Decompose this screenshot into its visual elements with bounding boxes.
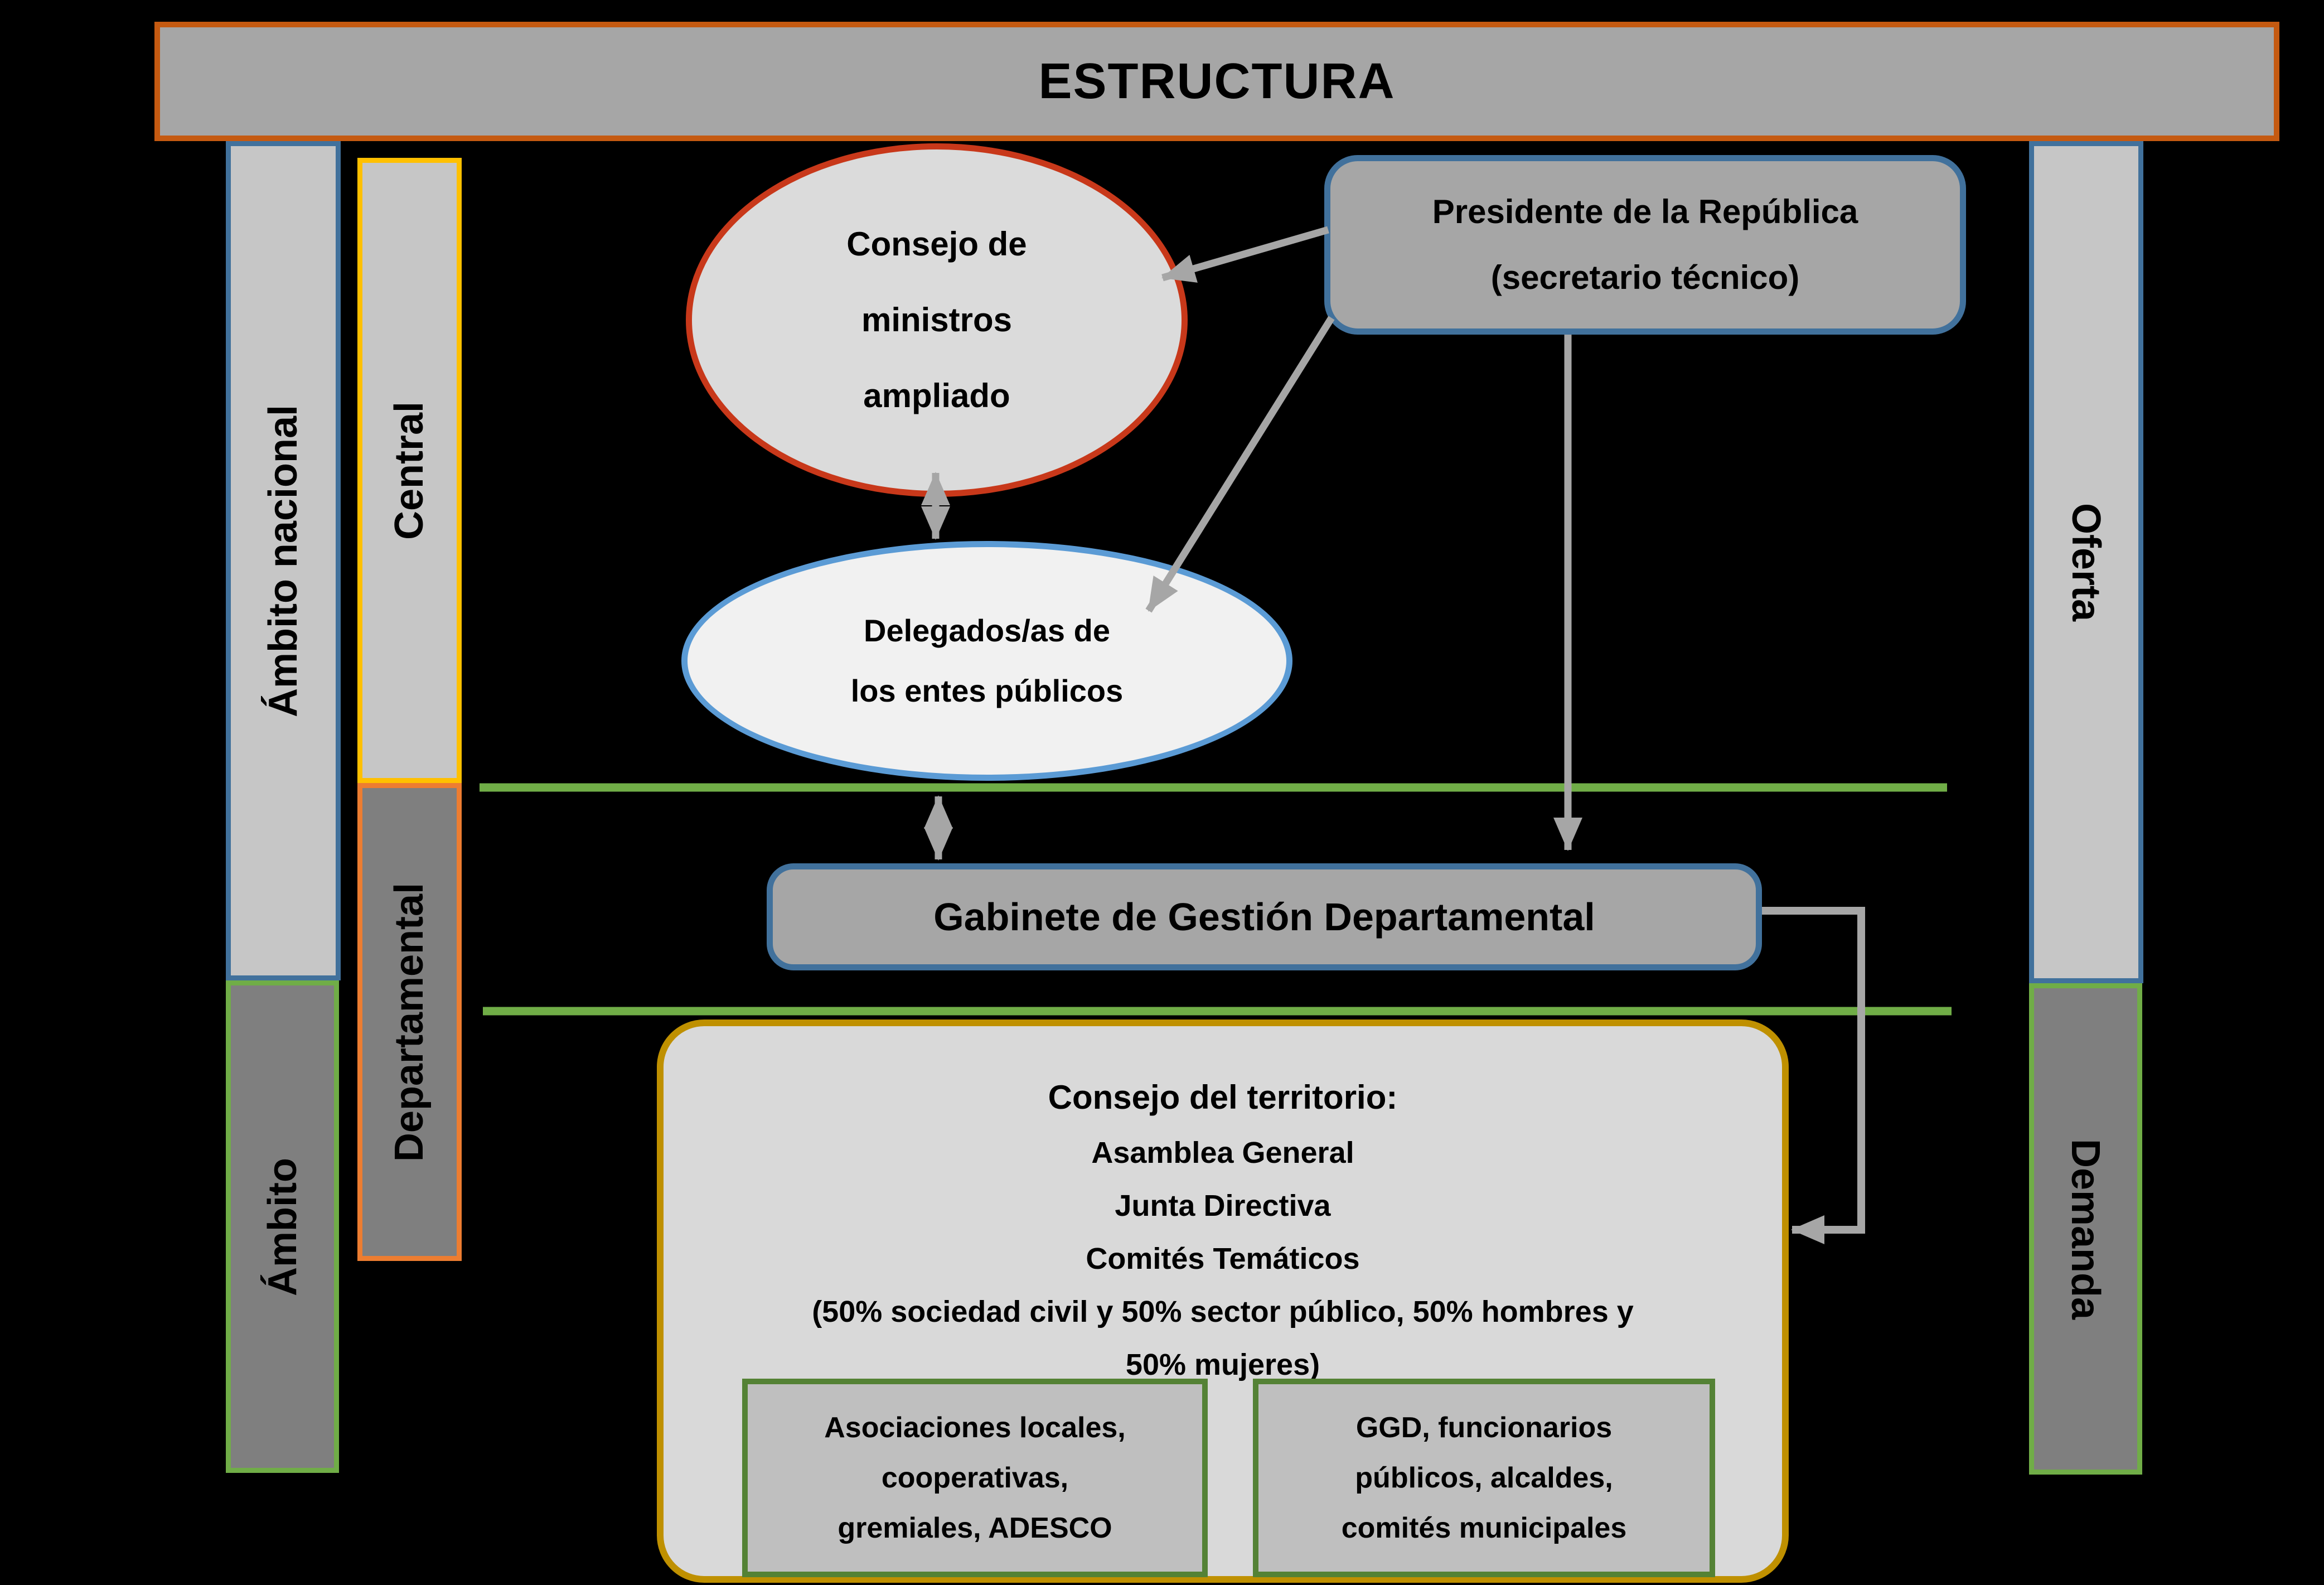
bar-oferta-label: Oferta — [2064, 502, 2109, 622]
consejo-territorio-line: 50% mujeres) — [1125, 1348, 1320, 1381]
node-gabinete: Gabinete de Gestión Departamental — [767, 863, 1762, 970]
asociaciones-line: Asociaciones locales, — [824, 1412, 1126, 1444]
bar-central: Central — [357, 158, 462, 783]
page-title: ESTRUCTURA — [1038, 53, 1396, 109]
presidente-line: (secretario técnico) — [1490, 259, 1800, 296]
ggd-line: comités municipales — [1341, 1512, 1627, 1544]
consejo-ministros-line: ampliado — [863, 377, 1010, 414]
bar-demanda: Demanda — [2029, 983, 2142, 1475]
bar-ambito-label: Ámbito — [260, 1157, 305, 1296]
node-delegados: Delegados/as de los entes públicos — [681, 541, 1292, 781]
bar-ambito-nacional-label: Ámbito nacional — [261, 404, 306, 717]
bar-ambito: Ámbito — [226, 980, 339, 1473]
bar-departamental-label: Departamental — [387, 882, 432, 1162]
bar-ambito-nacional: Ámbito nacional — [226, 141, 341, 980]
node-asociaciones: Asociaciones locales, cooperativas, grem… — [742, 1379, 1208, 1577]
consejo-territorio-line: Junta Directiva — [1115, 1189, 1331, 1222]
node-presidente: Presidente de la República (secretario t… — [1324, 155, 1966, 335]
bar-demanda-label: Demanda — [2063, 1138, 2108, 1320]
bar-oferta: Oferta — [2029, 141, 2143, 983]
gabinete-label: Gabinete de Gestión Departamental — [933, 895, 1595, 939]
consejo-territorio-title: Consejo del territorio: — [1048, 1079, 1398, 1116]
asociaciones-line: cooperativas, — [881, 1462, 1069, 1494]
node-consejo-ministros: Consejo de ministros ampliado — [686, 143, 1188, 497]
delegados-line: Delegados/as de — [864, 613, 1110, 648]
delegados-line: los entes públicos — [850, 673, 1124, 708]
ggd-line: GGD, funcionarios — [1355, 1412, 1613, 1444]
title-banner: ESTRUCTURA — [154, 22, 2279, 141]
consejo-ministros-line: Consejo de — [846, 225, 1027, 263]
consejo-territorio-line: (50% sociedad civil y 50% sector público… — [812, 1295, 1634, 1328]
presidente-line: Presidente de la República — [1432, 193, 1858, 230]
arrow-presidente-to-consejo — [1161, 226, 1329, 283]
consejo-territorio-line: Asamblea General — [1091, 1136, 1354, 1170]
consejo-territorio-line: Comités Temáticos — [1086, 1242, 1360, 1275]
consejo-ministros-line: ministros — [861, 301, 1013, 339]
node-ggd: GGD, funcionarios públicos, alcaldes, co… — [1253, 1379, 1715, 1577]
asociaciones-line: gremiales, ADESCO — [837, 1512, 1112, 1544]
ggd-line: públicos, alcaldes, — [1355, 1462, 1613, 1494]
bar-departamental: Departamental — [357, 783, 462, 1261]
bar-central-label: Central — [387, 401, 432, 540]
